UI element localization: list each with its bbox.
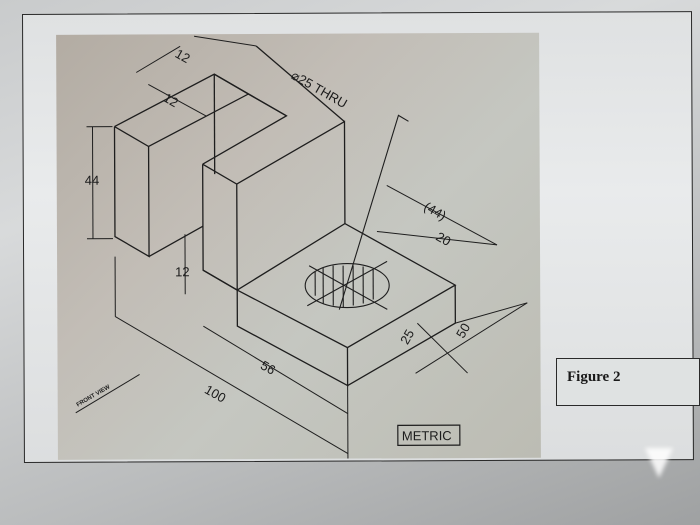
dim-hole-center-depth: 25	[397, 327, 417, 347]
dim-base-depth: 50	[453, 321, 473, 341]
figure-caption: Figure 2	[567, 369, 621, 385]
dim-hole-offset: 20	[433, 229, 453, 249]
units-label: METRIC	[402, 428, 452, 443]
hole-callout: ⌀25 THRU	[289, 67, 350, 111]
dim-base-length: 56	[258, 358, 278, 378]
dim-upright-thickness-top: 12	[173, 46, 193, 66]
document-page: 12 12 44 12 100 56 (44) 20 25 50 ⌀25 THR…	[22, 11, 694, 463]
figure-caption-box: Figure 2	[556, 358, 700, 406]
front-view-arrow	[75, 374, 140, 414]
front-view-label: FRONT VIEW	[76, 384, 112, 408]
dim-overall-length: 100	[202, 382, 228, 406]
dimension-lines	[86, 35, 528, 459]
dim-upright-thickness-side: 12	[161, 90, 181, 110]
dim-upright-height: 44	[85, 173, 100, 188]
dim-reference-width: (44)	[421, 199, 449, 223]
drawing-canvas: 12 12 44 12 100 56 (44) 20 25 50 ⌀25 THR…	[75, 35, 528, 459]
metric-box	[397, 424, 461, 446]
dim-base-height: 12	[175, 264, 190, 279]
hole-25-thru	[304, 114, 409, 310]
isometric-drawing: 12 12 44 12 100 56 (44) 20 25 50 ⌀25 THR…	[56, 32, 541, 460]
screen-glare	[645, 448, 673, 478]
part-outline	[113, 45, 457, 387]
